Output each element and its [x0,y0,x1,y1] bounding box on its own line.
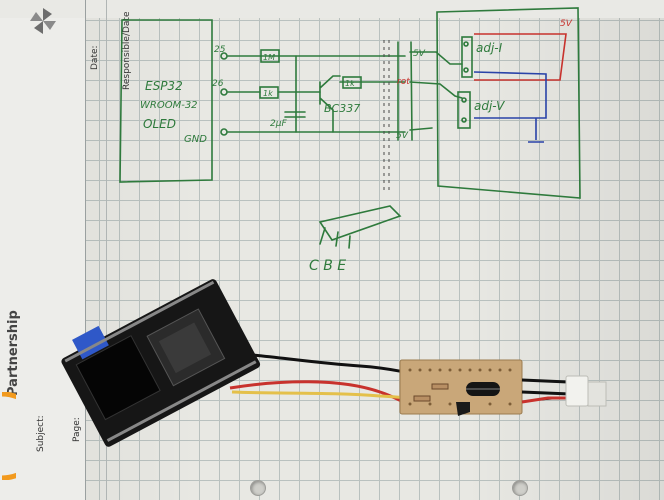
label-pin26: 26 [212,79,224,89]
label-adj-v: adj-V [474,99,505,113]
label-pinout: C B E [309,258,346,274]
margin-rule [85,0,86,500]
wire-to-adj-v [409,81,463,99]
power-module-outline [436,7,581,199]
output-wire-red [521,396,570,404]
label-5v-red: 5V [560,19,573,29]
transistor-symbol [319,75,341,133]
label-adj-i: adj-I [476,41,503,55]
adj-i-connector [461,36,473,78]
pinwheel-logo-icon [30,8,56,34]
binder-hole [512,480,528,496]
transistor-pinout-sketch [318,205,402,249]
pin26-node [220,88,228,96]
label-gnd: GND [184,134,207,145]
jst-connector [565,375,589,407]
esp32-oled-board [61,279,261,447]
label-rot: rot [397,77,410,87]
resistor-part [413,395,431,402]
dashed-separators [383,40,390,190]
label-transistor: BC337 [324,102,360,115]
form-header-band [0,0,664,18]
wire-to-adj-i [409,51,463,65]
wire-gnd-right [409,127,433,131]
resistor-1k-a [259,86,279,99]
output-wire-black [521,390,571,396]
label-pin25: 25 [214,45,226,55]
blue-wiring [473,71,547,143]
label-5v-top: 5V [413,49,426,59]
binder-hole [250,480,266,496]
label-esp32: ESP32 [145,79,183,93]
label-5v-bottom: 5V [396,131,409,141]
label-wroom: WROOM-32 [140,100,198,111]
connector-box [397,41,413,141]
resistor-1k-b [342,76,362,89]
gnd-node [220,128,228,136]
form-margin [0,0,85,500]
header-rule-vertical [106,0,107,500]
output-wire-black [521,378,569,384]
green-schematic [119,7,581,249]
label-r2: 1k [263,89,273,98]
capacitor-symbol [284,111,306,118]
label-r1: 1M [263,53,275,62]
resistor-1m [260,49,280,63]
adj-v-connector [457,91,471,129]
label-capacitor: 2µF [270,119,287,129]
pin25-node [220,52,228,60]
transistor-part [456,402,470,416]
label-r3: 1k [345,79,355,88]
esp32-module-outline [119,19,213,183]
resistor-part [431,383,449,390]
hardware-photo [61,279,607,447]
red-wiring [474,33,567,81]
label-oled: OLED [143,117,176,131]
